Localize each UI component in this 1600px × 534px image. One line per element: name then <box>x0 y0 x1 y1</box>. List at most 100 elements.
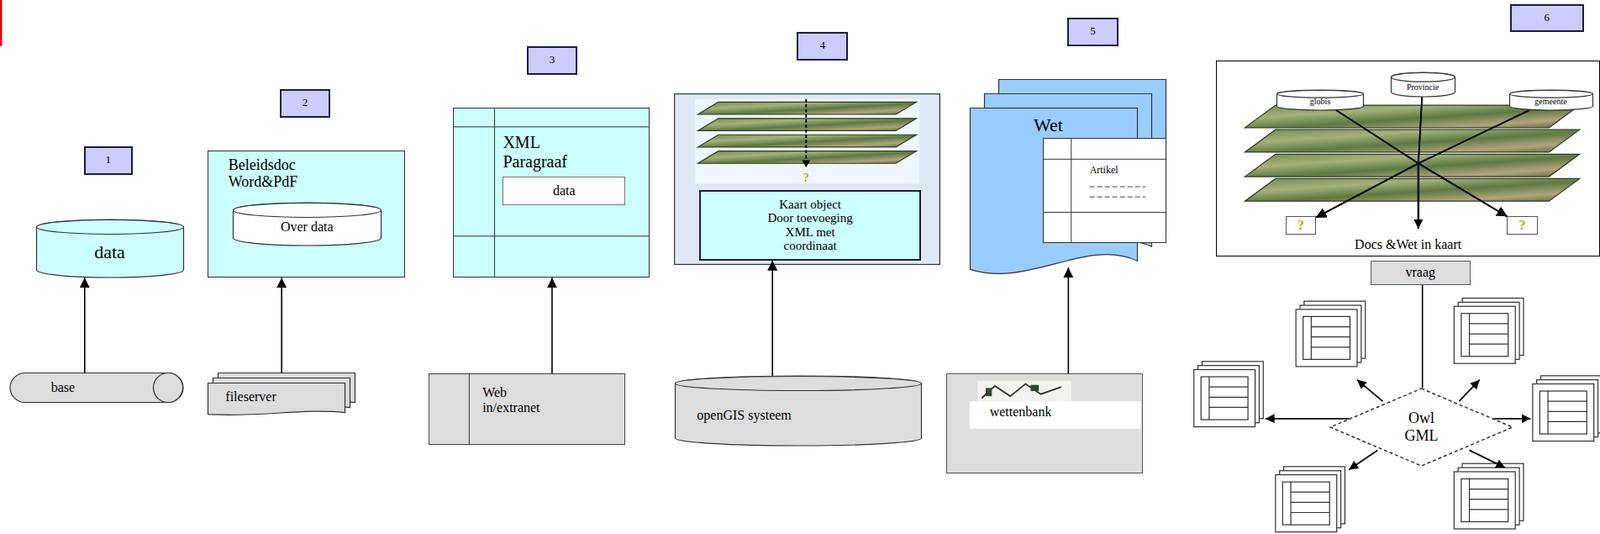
connector <box>84 277 86 373</box>
panel-frame <box>674 94 941 265</box>
divider-line <box>1043 211 1166 213</box>
question-box: vraag <box>1370 260 1471 285</box>
document-stack <box>1295 300 1366 367</box>
map-layers-panel <box>674 94 941 265</box>
node-text: Provincie <box>1406 82 1439 93</box>
node-text: Web in/extranet <box>482 384 552 416</box>
cylinder-body <box>1509 89 1593 111</box>
data-cylinder: data <box>36 219 185 278</box>
callout-number: 2 <box>302 96 309 109</box>
label-holder: ? <box>798 168 815 187</box>
text-band <box>969 400 1142 429</box>
callout-box: 4 <box>796 31 848 61</box>
node-text: vraag <box>1405 264 1437 280</box>
callout-number: 4 <box>819 39 826 52</box>
map-frame: Docs &Wet in kaart globis Provincie gemeent… <box>1215 60 1600 257</box>
divider-line <box>453 235 649 237</box>
node-text: base <box>51 379 75 395</box>
thumbnail <box>977 380 1072 401</box>
arrow-head <box>801 160 811 168</box>
document-stack <box>1194 361 1264 427</box>
callout-box: 6 <box>1510 4 1584 32</box>
node-text: Artikel <box>1089 164 1119 177</box>
node-text: Owl GML <box>1397 409 1445 444</box>
map-layer <box>698 118 917 132</box>
divider-line <box>1070 138 1072 243</box>
text-placeholder-line <box>1089 185 1147 187</box>
source-cylinder-outline <box>10 372 184 403</box>
cylinder-top <box>674 375 922 390</box>
result-box: ? <box>1285 215 1316 235</box>
node-text: data <box>94 241 126 263</box>
connector <box>280 277 283 373</box>
thumbnail-blob <box>985 387 992 396</box>
cylinder-body <box>10 373 184 403</box>
node-text: ? <box>1297 217 1305 233</box>
node-text: gemeente <box>1534 96 1567 107</box>
law-pages: WetArtikel <box>969 78 1167 279</box>
document-stack <box>1453 463 1524 529</box>
node-text: data <box>552 183 576 199</box>
map-layer <box>1244 178 1579 201</box>
diamond-outline <box>1330 388 1513 466</box>
node-text: globis <box>1310 96 1331 107</box>
map-layer <box>1244 153 1579 177</box>
file-stack: fileserver <box>207 372 356 416</box>
data-box: data <box>502 176 626 206</box>
cylinder-top <box>1509 89 1593 98</box>
box-fill <box>946 373 1143 474</box>
question-mark: ? <box>803 171 810 185</box>
web-box: Web in/extranet <box>428 373 626 445</box>
node-text: Kaart object Door toevoeging XML met coo… <box>764 197 856 253</box>
link-arrow <box>1348 449 1378 469</box>
cylinder-top <box>1276 89 1364 98</box>
callout-number: 1 <box>105 153 111 166</box>
page-sheet <box>207 383 345 416</box>
cylinder-top <box>36 220 184 235</box>
thumbnail-lines <box>981 384 1062 399</box>
gis-cylinder: openGIS systeem <box>674 375 922 446</box>
map-layer <box>1244 129 1579 153</box>
node-text: Docs &Wet in kaart <box>1354 236 1462 253</box>
cylinder-body <box>232 202 381 246</box>
source-cylinder: gemeente <box>1509 89 1594 111</box>
callout-number: 3 <box>549 53 556 66</box>
cylinder-body <box>36 219 184 278</box>
link-arrow <box>1458 379 1479 401</box>
callout-box: 2 <box>279 89 332 118</box>
node-text: wettenbank <box>989 404 1053 420</box>
divider-line <box>453 126 649 127</box>
link-arrow <box>1469 449 1506 468</box>
xml-box: XML Paragraafdata <box>452 107 650 279</box>
law-bank-ground <box>946 373 1143 474</box>
node-text: Over data <box>280 219 334 235</box>
map-layers-image <box>1244 105 1579 229</box>
node-text: Wet <box>1033 114 1064 136</box>
link-arrow <box>1265 417 1350 420</box>
callout-number: 6 <box>1544 11 1551 24</box>
callout-number: 5 <box>1089 25 1096 37</box>
callout-box: 1 <box>84 146 133 175</box>
connector <box>1315 110 1419 218</box>
result-box: ? <box>1506 215 1537 235</box>
connector <box>1068 267 1070 374</box>
map-layer <box>698 134 917 148</box>
node-text: Beleidsdoc Word&PdF <box>228 156 323 191</box>
document-stack <box>1532 375 1600 442</box>
image-ground <box>694 99 920 185</box>
data-cylinder: Over data <box>232 202 382 246</box>
cylinder-end <box>153 373 184 403</box>
text-placeholder-line <box>1089 196 1147 198</box>
connector <box>1315 96 1422 217</box>
source-cylinder: Provincie <box>1390 72 1456 97</box>
document-stack <box>1453 298 1524 364</box>
divider-line <box>1043 158 1166 160</box>
document-stacks <box>1194 298 1600 532</box>
connector <box>551 277 553 374</box>
article-box: Artikel <box>1042 137 1167 243</box>
cylinder-body <box>1390 72 1455 97</box>
map-object-box: Kaart object Door toevoeging XML met coo… <box>699 189 922 261</box>
callout-box: 3 <box>526 46 579 75</box>
source-cylinder: globis <box>1276 89 1364 111</box>
